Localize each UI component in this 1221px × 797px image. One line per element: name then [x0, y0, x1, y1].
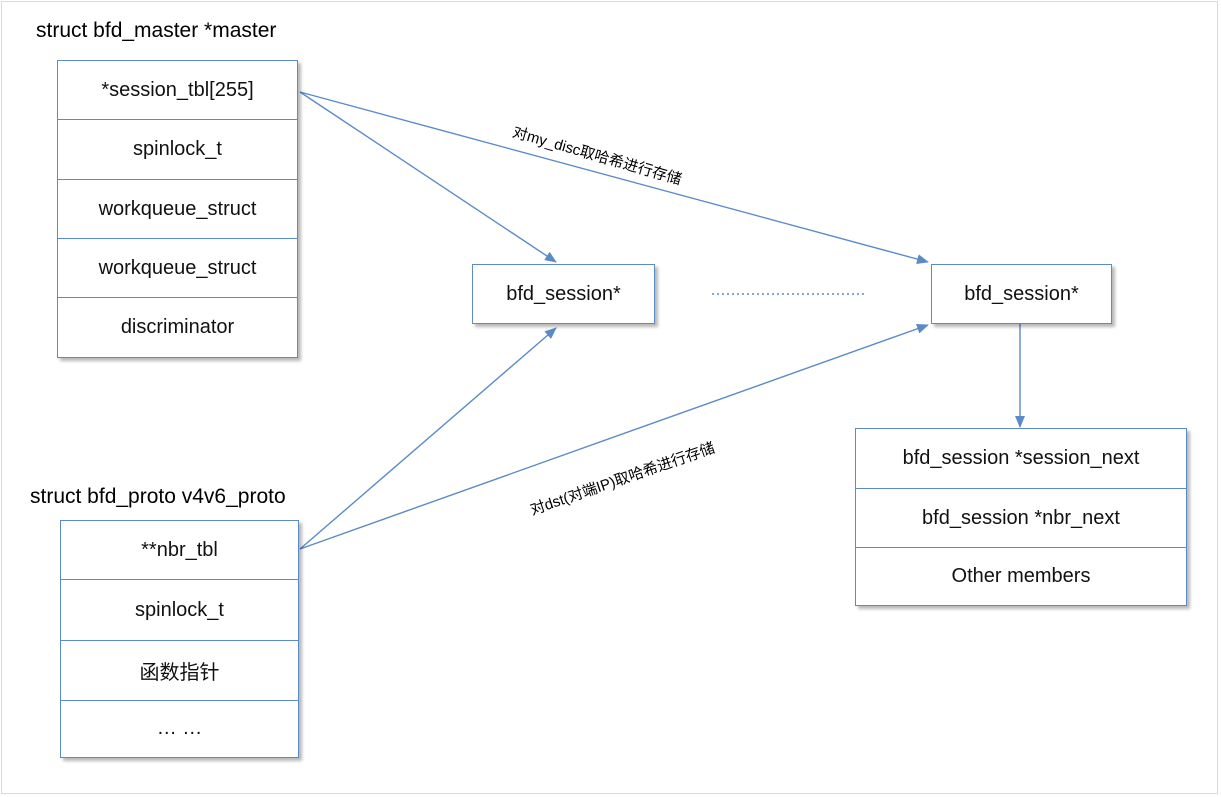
proto-field-spinlock: spinlock_t — [61, 580, 298, 641]
session-struct-box: bfd_session *session_next bfd_session *n… — [855, 428, 1187, 606]
arrow-session-tbl-to-right-session — [299, 91, 929, 264]
master-field-workqueue-1: workqueue_struct — [58, 180, 297, 239]
session-node-left: bfd_session* — [472, 264, 655, 324]
proto-field-function-pointers: 函数指针 — [61, 641, 298, 701]
proto-struct-title: struct bfd_proto v4v6_proto — [30, 485, 286, 508]
master-field-session-tbl: *session_tbl[255] — [58, 61, 297, 120]
master-struct-title: struct bfd_master *master — [36, 19, 277, 42]
master-field-spinlock: spinlock_t — [58, 120, 297, 180]
proto-struct-box: **nbr_tbl spinlock_t 函数指针 … … — [60, 520, 299, 758]
session-node-right: bfd_session* — [931, 264, 1112, 324]
proto-field-ellipsis: … … — [156, 717, 203, 739]
session-field-nbr-next: bfd_session *nbr_next — [856, 489, 1186, 548]
master-struct-box: *session_tbl[255] spinlock_t workqueue_s… — [57, 60, 298, 358]
arrow-nbr-tbl-to-right-session — [299, 323, 929, 550]
arrow-session-tbl-to-left-session — [299, 91, 557, 263]
session-field-session-next: bfd_session *session_next — [856, 429, 1186, 489]
proto-field-nbr-tbl: **nbr_tbl — [61, 521, 298, 580]
master-field-discriminator: discriminator — [120, 315, 235, 338]
arrow-nbr-tbl-to-left-session — [299, 327, 557, 550]
session-field-other-members: Other members — [951, 564, 1091, 587]
master-field-workqueue-2: workqueue_struct — [58, 239, 297, 298]
